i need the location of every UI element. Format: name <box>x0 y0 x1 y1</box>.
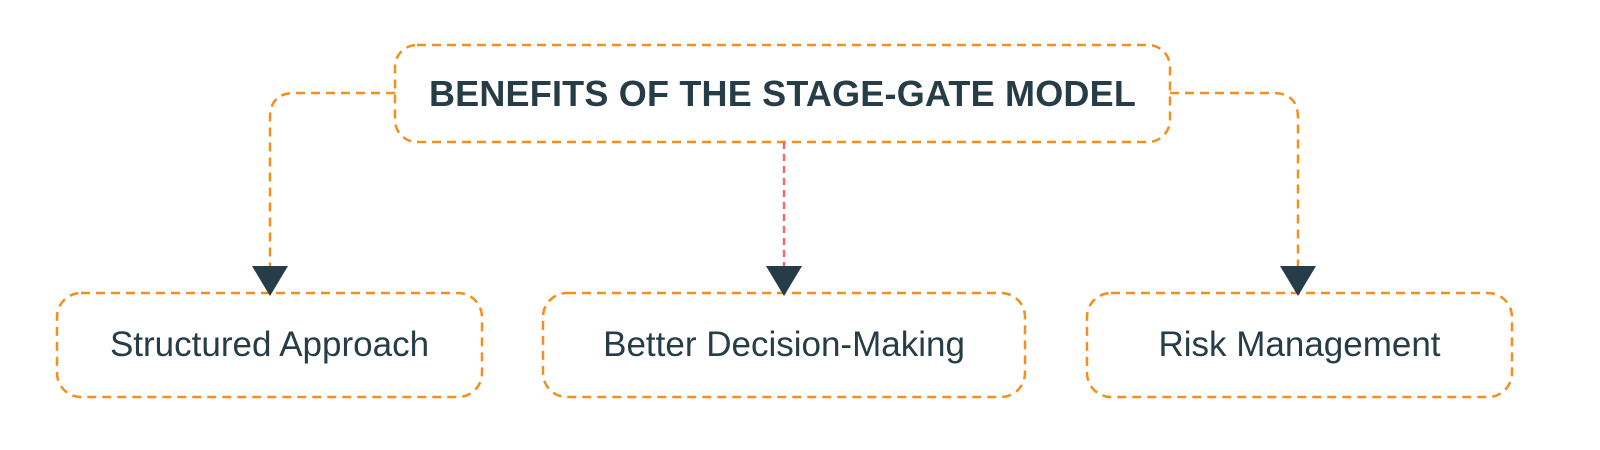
risk-management-label: Risk Management <box>1158 325 1441 364</box>
structured-approach-label: Structured Approach <box>109 325 430 364</box>
right-arrowhead-icon <box>1280 266 1316 296</box>
better-decision-making-box: Better Decision-Making <box>543 293 1025 397</box>
risk-management-box: Risk Management <box>1087 293 1512 397</box>
title-box: BENEFITS OF THE STAGE-GATE MODEL <box>395 45 1170 142</box>
left-arrowhead-icon <box>252 266 288 296</box>
left-connector <box>268 91 395 266</box>
center-arrowhead-icon <box>766 266 802 296</box>
title-label: BENEFITS OF THE STAGE-GATE MODEL <box>428 72 1137 114</box>
right-connector <box>1170 91 1300 266</box>
title-box-border <box>393 43 1172 144</box>
better-decision-making-label: Better Decision-Making <box>603 325 965 364</box>
structured-approach-box: Structured Approach <box>57 293 482 397</box>
